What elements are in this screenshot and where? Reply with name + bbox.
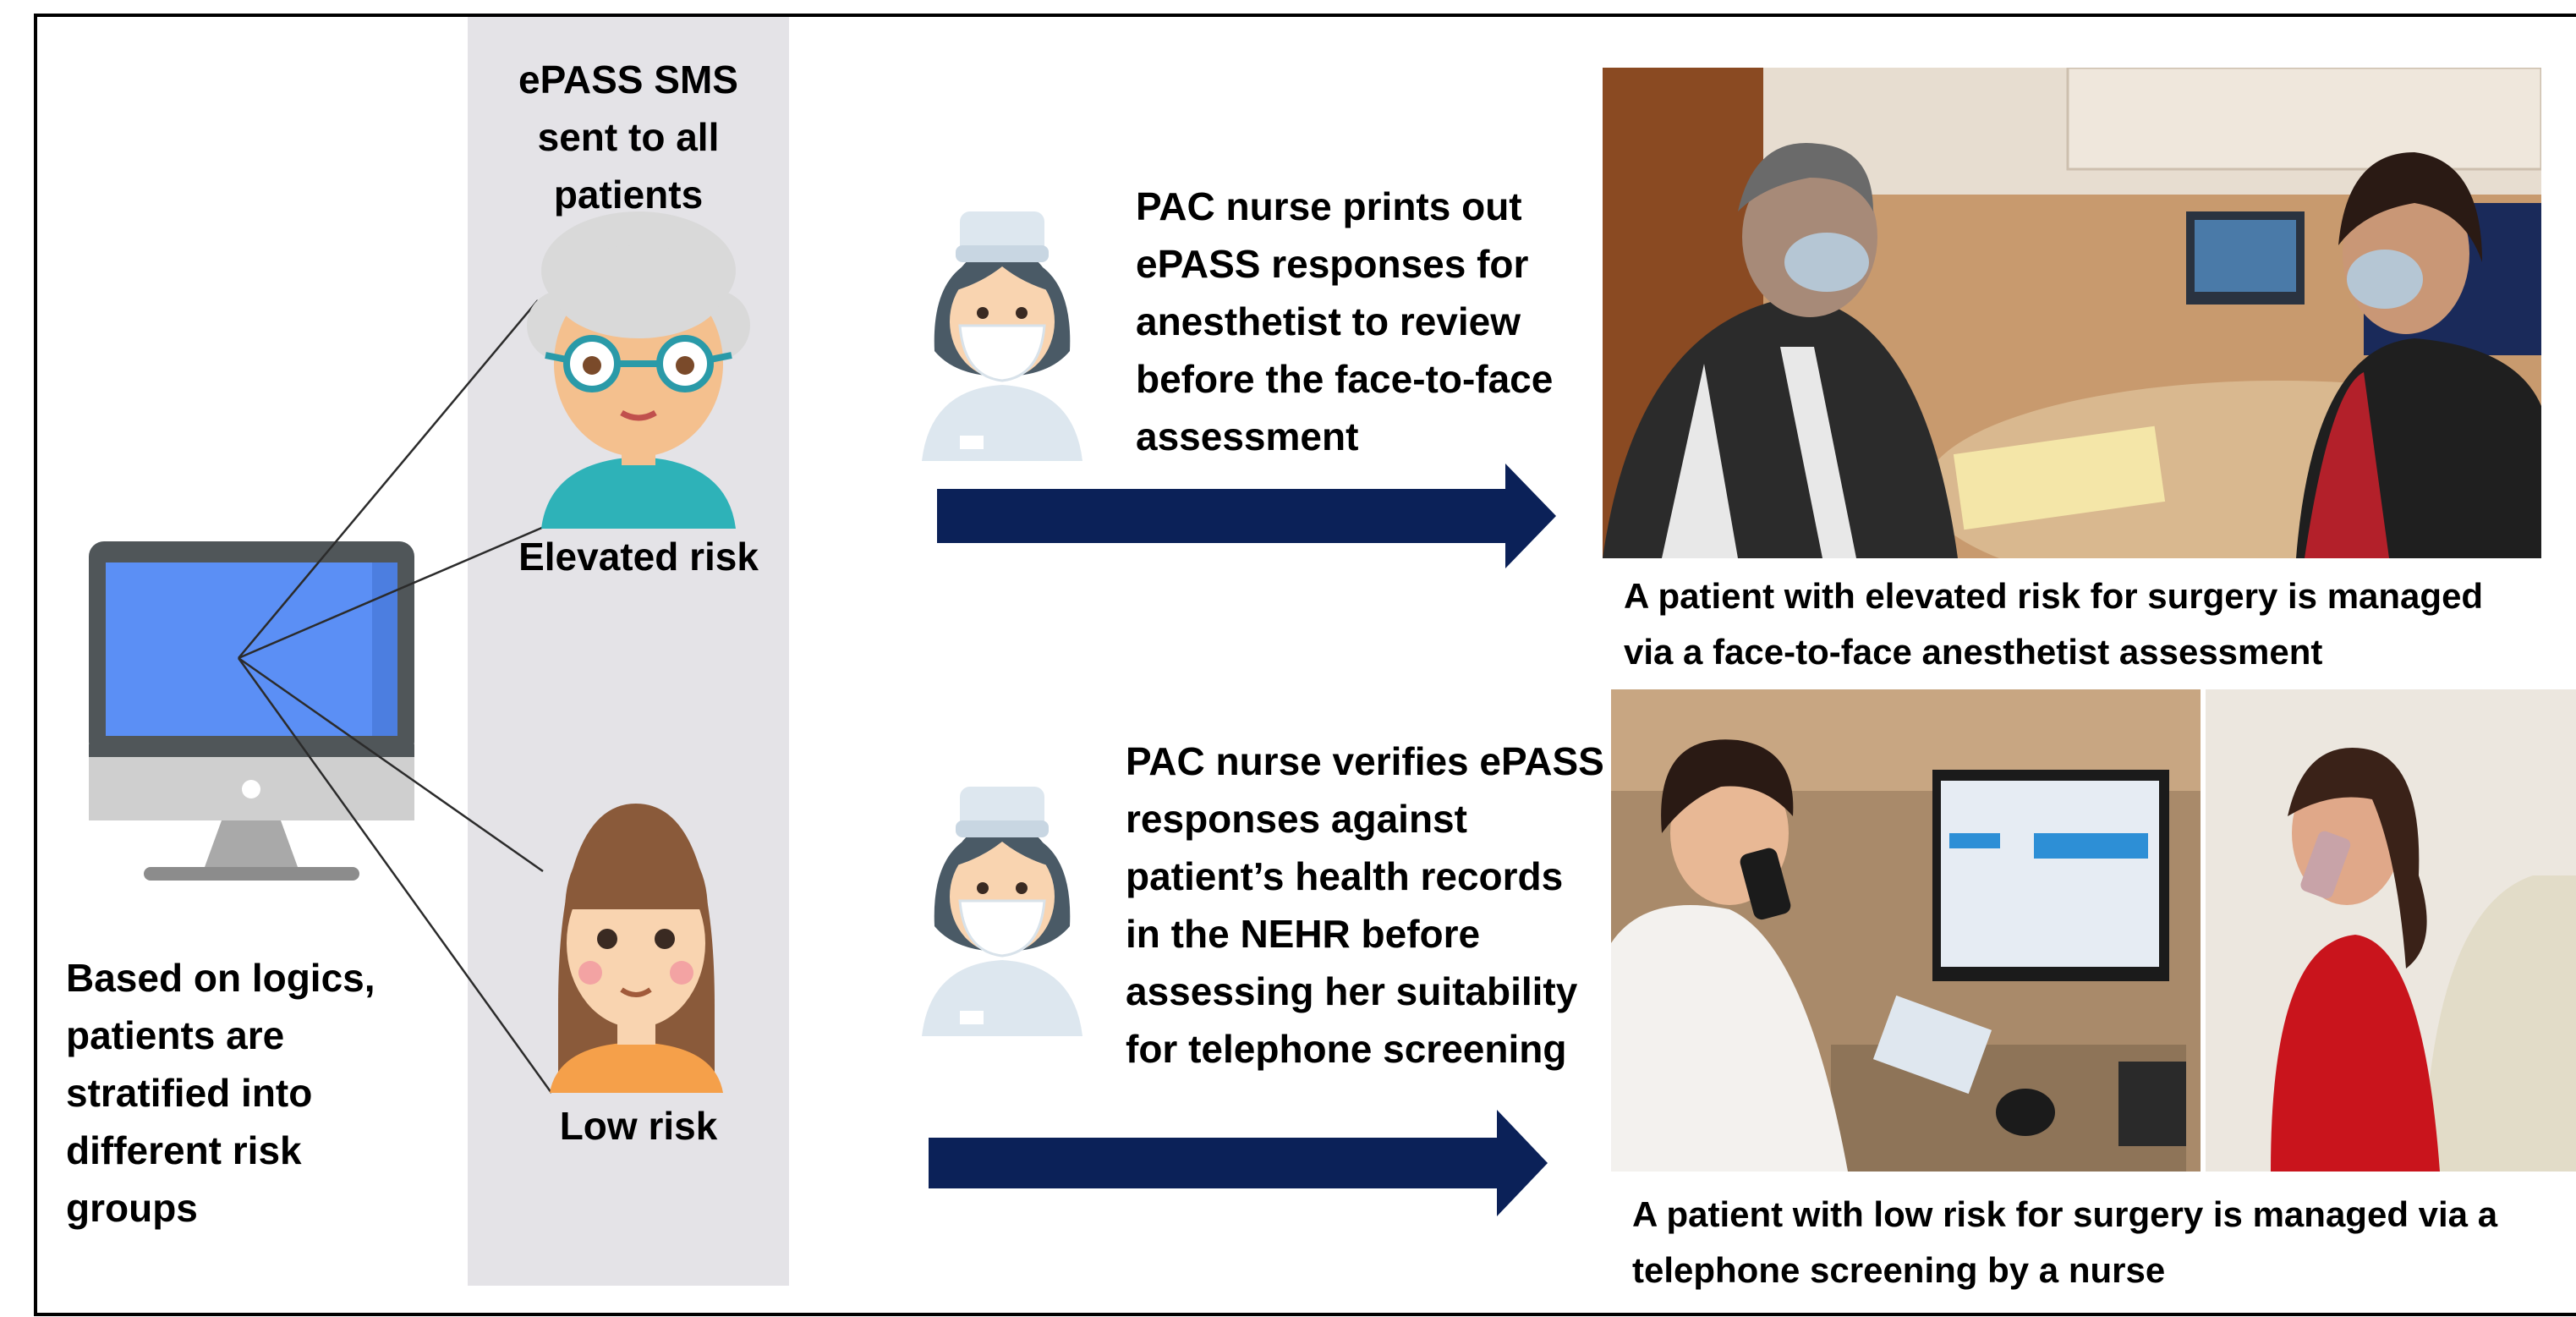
bottom-step-line: for telephone screening — [1126, 1027, 1567, 1071]
column-title-line: patients — [553, 173, 704, 217]
top-photo-caption: A patient with elevated risk for surgery… — [1624, 568, 2483, 680]
low-risk-label: Low risk — [559, 1104, 718, 1148]
elevated-risk-label: Elevated risk — [518, 535, 759, 579]
bottom-caption-line: telephone screening by a nurse — [1632, 1250, 2166, 1290]
young-patient-icon — [550, 804, 723, 1093]
top-step-line: ePASS responses for — [1136, 242, 1529, 286]
elderly-patient-icon — [527, 211, 750, 529]
figure-frame — [34, 14, 2576, 1316]
connector-lines — [237, 299, 553, 1094]
computer-monitor-icon — [89, 541, 414, 881]
nurse-icon — [922, 211, 1082, 461]
face-to-face-assessment-photo — [1603, 68, 2541, 558]
top-step-line: anesthetist to review — [1136, 299, 1521, 343]
top-step-line: before the face-to-face — [1136, 357, 1554, 401]
nurse-icon — [922, 787, 1082, 1036]
stratification-line: Based on logics, — [66, 956, 375, 1000]
bottom-step-line: PAC nurse verifies ePASS — [1126, 739, 1604, 783]
bottom-caption-line: A patient with low risk for surgery is m… — [1632, 1194, 2498, 1234]
top-step-line: PAC nurse prints out — [1136, 184, 1522, 228]
bottom-step-line: patient’s health records — [1126, 854, 1564, 898]
flow-arrow — [937, 464, 1556, 568]
bottom-step-line: assessing her suitability — [1126, 969, 1578, 1013]
stratification-line: groups — [66, 1186, 198, 1230]
bottom-step-line: in the NEHR before — [1126, 912, 1481, 956]
flow-arrow — [929, 1110, 1548, 1216]
bottom-step-text: PAC nurse verifies ePASS responses again… — [1126, 733, 1604, 1078]
stratification-text: Based on logics, patients are stratified… — [66, 949, 375, 1237]
column-title: ePASS SMS sent to all patients — [468, 51, 789, 223]
top-caption-line: via a face-to-face anesthetist assessmen… — [1624, 632, 2323, 672]
stratification-line: stratified into — [66, 1071, 313, 1115]
column-title-line: ePASS SMS — [518, 58, 738, 102]
top-step-text: PAC nurse prints out ePASS responses for… — [1136, 178, 1553, 465]
telephone-screening-photo — [1611, 689, 2576, 1172]
stratification-line: different risk — [66, 1128, 302, 1172]
bottom-photo-caption: A patient with low risk for surgery is m… — [1632, 1187, 2497, 1298]
top-caption-line: A patient with elevated risk for surgery… — [1624, 576, 2484, 616]
top-step-line: assessment — [1136, 414, 1359, 458]
bottom-step-line: responses against — [1126, 797, 1467, 841]
stratification-line: patients are — [66, 1013, 285, 1057]
column-title-line: sent to all — [537, 115, 720, 159]
